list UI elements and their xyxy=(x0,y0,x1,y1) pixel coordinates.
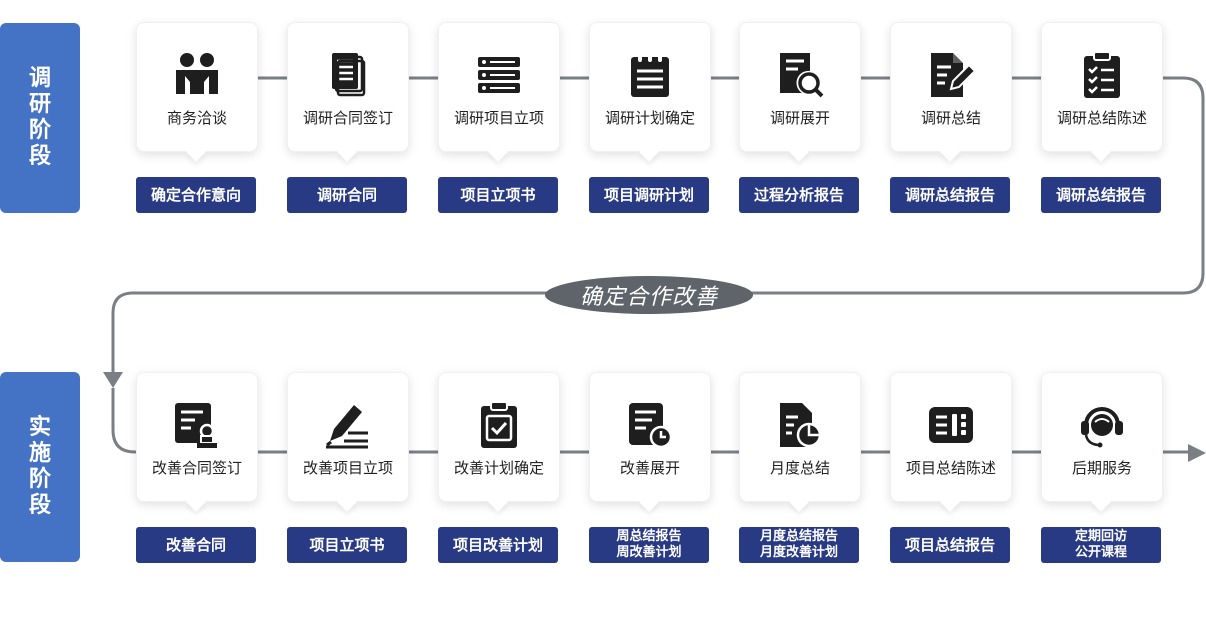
deliverable-badge: 项目调研计划 xyxy=(589,177,709,213)
deliverable-badge: 项目立项书 xyxy=(438,177,558,213)
step-label: 月度总结 xyxy=(769,459,830,477)
down-arrowhead xyxy=(103,372,123,388)
document-clock-icon xyxy=(629,403,673,449)
step-card: 改善展开 xyxy=(589,372,711,502)
step-label: 调研总结 xyxy=(920,109,981,127)
clipboard-checklist-icon xyxy=(1084,51,1120,98)
step-card: 项目总结陈述 xyxy=(890,372,1012,502)
phase-research: 调研阶段 xyxy=(0,23,80,213)
step-card: 调研总结陈述 xyxy=(1041,22,1163,152)
clipboard-check-icon xyxy=(481,401,517,448)
server-list-icon xyxy=(478,57,520,93)
step-card: 调研计划确定 xyxy=(589,22,711,152)
deliverable-badge: 项目改善计划 xyxy=(438,527,558,563)
document-edit-icon xyxy=(931,53,975,97)
deliverable-badge: 调研合同 xyxy=(287,177,407,213)
presentation-board-icon xyxy=(929,407,973,443)
step-label: 改善项目立项 xyxy=(302,459,393,477)
deliverable-badge: 项目立项书 xyxy=(287,527,407,563)
step-label: 改善展开 xyxy=(619,459,680,477)
contract-seal-icon xyxy=(175,403,217,448)
step-card: 改善项目立项 xyxy=(287,372,409,502)
deliverable-badge: 月度总结报告 月度改善计划 xyxy=(739,527,859,563)
deliverable-badge: 改善合同 xyxy=(136,527,256,563)
phase-implementation: 实施阶段 xyxy=(0,372,80,562)
step-label: 调研项目立项 xyxy=(453,109,544,127)
deliverable-badge: 项目总结报告 xyxy=(890,527,1010,563)
transition-connector xyxy=(111,76,1205,372)
step-label: 调研计划确定 xyxy=(604,109,695,127)
step-card: 商务洽谈 xyxy=(136,22,258,152)
document-chart-icon xyxy=(780,403,822,448)
pen-writing-icon xyxy=(326,405,368,449)
step-card: 调研展开 xyxy=(739,22,861,152)
end-arrowhead xyxy=(1188,444,1206,462)
deliverable-badge: 周总结报告 周改善计划 xyxy=(589,527,709,563)
deliverable-badge: 定期回访 公开课程 xyxy=(1041,527,1161,563)
step-label: 项目总结陈述 xyxy=(905,459,996,477)
deliverable-badge: 调研总结报告 xyxy=(890,177,1010,213)
documents-icon xyxy=(332,53,366,97)
step-card: 调研项目立项 xyxy=(438,22,560,152)
document-search-icon xyxy=(780,53,824,98)
step-label: 改善计划确定 xyxy=(453,459,544,477)
deliverable-badge: 确定合作意向 xyxy=(136,177,256,213)
phase-implementation-label: 实施阶段 xyxy=(28,415,51,518)
step-card: 后期服务 xyxy=(1041,372,1163,502)
step-label: 改善合同签订 xyxy=(151,459,242,477)
step-card: 调研总结 xyxy=(890,22,1012,152)
step-label: 调研展开 xyxy=(769,109,830,127)
step-label: 商务洽谈 xyxy=(166,109,227,127)
implementation-row-line xyxy=(111,388,1190,454)
notepad-icon xyxy=(631,53,669,97)
deliverable-badge: 过程分析报告 xyxy=(739,177,859,213)
step-label: 调研总结陈述 xyxy=(1056,109,1147,127)
step-label: 后期服务 xyxy=(1071,459,1132,477)
step-card: 改善计划确定 xyxy=(438,372,560,502)
step-card: 改善合同签订 xyxy=(136,372,258,502)
step-card: 月度总结 xyxy=(739,372,861,502)
step-card: 调研合同签订 xyxy=(287,22,409,152)
step-label: 调研合同签订 xyxy=(302,109,393,127)
headset-icon xyxy=(1081,407,1123,448)
people-icon xyxy=(176,53,218,94)
deliverable-badge: 调研总结报告 xyxy=(1041,177,1161,213)
transition-label: 确定合作改善 xyxy=(545,276,753,314)
phase-research-label: 调研阶段 xyxy=(28,66,51,169)
